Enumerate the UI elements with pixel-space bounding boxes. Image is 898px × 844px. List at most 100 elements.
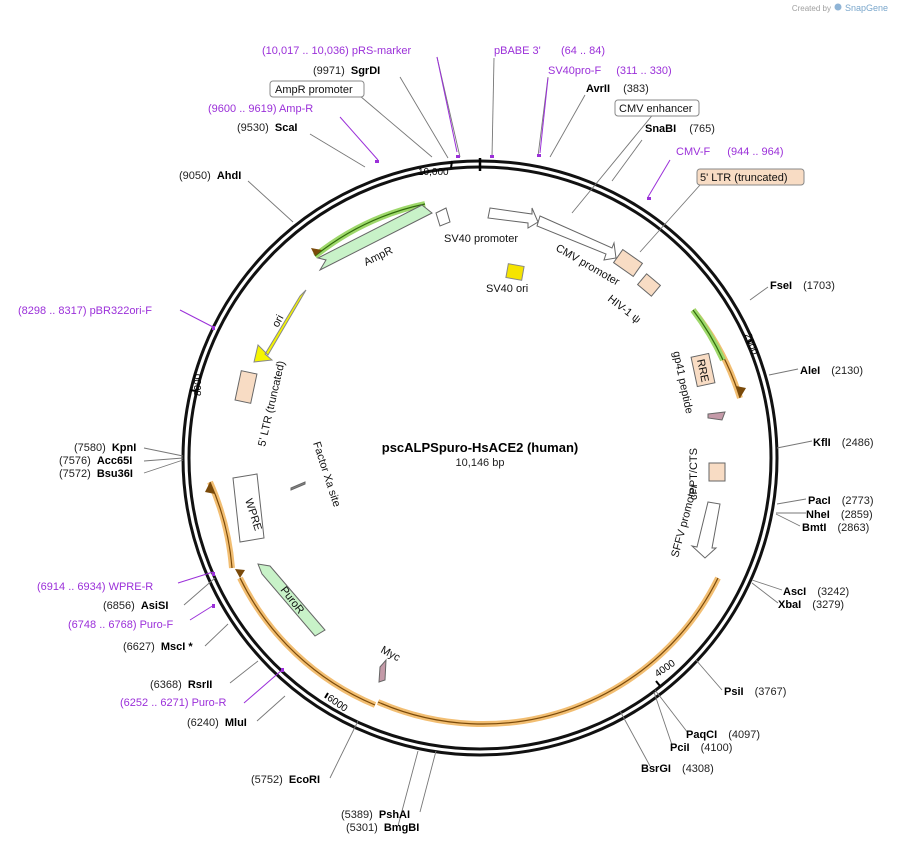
snapgene-credit: Created by SnapGene: [792, 3, 888, 13]
svg-text:5' LTR (truncated): 5' LTR (truncated): [700, 172, 787, 184]
svg-text:SV40pro-F (311 .. 330): SV40pro-F (311 .. 330): [548, 65, 672, 77]
leader-lines: [143, 56, 813, 827]
svg-text:CMV-F (944 .. 964): CMV-F (944 .. 964): [676, 146, 784, 158]
svg-text:(5301) BmgBI: (5301) BmgBI: [346, 822, 419, 834]
primer-markers: [212, 154, 651, 672]
primer-name-wpre: WPRE-R: [109, 581, 154, 593]
primer-name-pbabe: pBABE 3': [494, 45, 541, 57]
svg-text:FseI (1703): FseI (1703): [770, 280, 835, 292]
feature-label-rre: RRE: [694, 358, 711, 383]
feature-label-sv40-promoter: SV40 promoter: [444, 233, 518, 245]
primer-name-prs: pRS-marker: [352, 45, 412, 57]
cmv-promoter-feature: [536, 215, 617, 261]
svg-text:AleI (2130): AleI (2130): [800, 365, 863, 377]
primer-pos-wpre: (6914 .. 6934): [37, 581, 106, 593]
primer-pos-purof: (6748 .. 6768): [68, 619, 137, 631]
hiv-psi-feature: [636, 273, 662, 297]
svg-text:(7576) Acc65I: (7576) Acc65I: [59, 455, 132, 467]
orf-arrowheads: [205, 248, 746, 578]
boxed-label-ltr5: 5' LTR (truncated): [696, 168, 805, 186]
cppt-feature: [708, 462, 726, 482]
feature-label-factor-xa: Factor Xa site: [310, 440, 342, 508]
svg-text:(7572) Bsu36I: (7572) Bsu36I: [59, 468, 133, 480]
enzyme-labels: (9971) SgrDI (9530) ScaI (9050) AhdI Avr…: [59, 65, 874, 834]
svg-text:AvrII (383): AvrII (383): [586, 83, 649, 95]
svg-text:BmtI (2863): BmtI (2863): [802, 522, 869, 534]
svg-text:AmpR promoter: AmpR promoter: [275, 84, 353, 96]
ori-feature: [253, 289, 307, 363]
plasmid-name: pscALPSpuro-HsACE2 (human): [382, 440, 578, 455]
sffv-promoter-feature: [690, 501, 721, 559]
primer-name-puror: Puro-R: [192, 697, 227, 709]
puror-feature: [257, 563, 326, 637]
svg-text:KflI (2486): KflI (2486): [813, 437, 874, 449]
primer-pos-prs: (10,017 .. 10,036): [262, 45, 349, 57]
rre-feature: [690, 352, 716, 388]
primer-pos-cmvf: (944 .. 964): [727, 146, 783, 158]
ampr-feature: [316, 204, 433, 272]
svg-text:(6748 .. 6768) Puro-F: (6748 .. 6768) Puro-F: [68, 619, 173, 631]
factor-xa-feature: [290, 481, 306, 491]
tick-label-2000: 2000: [742, 332, 760, 357]
ltr-truncated-feature: [234, 370, 258, 404]
primer-name-pbr322: pBR322ori-F: [90, 305, 153, 317]
primer-pos-puror: (6252 .. 6271): [120, 697, 189, 709]
svg-text:(6240) MluI: (6240) MluI: [187, 717, 247, 729]
svg-text:(6252 .. 6271) Puro-R: (6252 .. 6271) Puro-R: [120, 697, 226, 709]
svg-text:AscI (3242): AscI (3242): [783, 586, 849, 598]
credit-prefix: Created by: [791, 3, 831, 13]
svg-text:(5389) PshAI: (5389) PshAI: [341, 809, 410, 821]
feature-label-puror: PuroR: [278, 584, 307, 616]
svg-text:BsrGI (4308): BsrGI (4308): [641, 763, 714, 775]
primer-pos-pbabe: (64 .. 84): [561, 45, 605, 57]
wpre-feature: [232, 473, 265, 543]
svg-text:(6368) RsrII: (6368) RsrII: [150, 679, 212, 691]
svg-text:XbaI (3279): XbaI (3279): [778, 599, 844, 611]
svg-text:(6627) MscI *: (6627) MscI *: [123, 641, 193, 653]
myc-feature: [378, 658, 387, 683]
primer-pos-pbr322: (8298 .. 8317): [18, 305, 87, 317]
credit-brand: SnapGene: [844, 3, 888, 13]
feature-label-ori: ori: [270, 313, 286, 329]
boxed-label-cmv-enhancer: CMV enhancer: [614, 99, 700, 117]
primer-pos-ampr: (9600 .. 9619): [208, 103, 277, 115]
primer-name-cmvf: CMV-F: [676, 146, 711, 158]
tick-marks: [189, 160, 753, 699]
svg-text:PciI (4100): PciI (4100): [670, 742, 732, 754]
sv40-promoter-feature: [487, 207, 539, 229]
svg-text:(8298 .. 8317) pBR322ori-F: (8298 .. 8317) pBR322ori-F: [18, 305, 152, 317]
svg-text:(5752) EcoRI: (5752) EcoRI: [251, 774, 320, 786]
svg-text:(9971) SgrDI: (9971) SgrDI: [313, 65, 380, 77]
svg-text:SnaBI (765): SnaBI (765): [645, 123, 715, 135]
sv40-ori-feature: [505, 263, 525, 281]
primer-labels: (10,017 .. 10,036) pRS-marker pBABE 3' (…: [18, 45, 784, 709]
svg-text:(9530) ScaI: (9530) ScaI: [237, 122, 298, 134]
svg-text:PaqCI (4097): PaqCI (4097): [686, 729, 760, 741]
svg-text:NheI (2859): NheI (2859): [806, 509, 873, 521]
tick-label-8000: 8000: [193, 373, 204, 396]
svg-text:(10,017 .. 10,036) pRS-marker: (10,017 .. 10,036) pRS-marker: [262, 45, 412, 57]
svg-text:CMV enhancer: CMV enhancer: [619, 103, 693, 115]
svg-text:PsiI (3767): PsiI (3767): [724, 686, 786, 698]
feature-label-cppt: cPPT/CTS: [688, 448, 700, 500]
svg-text:(6914 .. 6934) WPRE-R: (6914 .. 6934) WPRE-R: [37, 581, 153, 593]
primer-name-sv40pro: SV40pro-F: [548, 65, 601, 77]
ampr-promoter-block: [435, 207, 451, 227]
svg-text:(9600 .. 9619) Amp-R: (9600 .. 9619) Amp-R: [208, 103, 313, 115]
primer-name-purof: Puro-F: [140, 619, 174, 631]
tick-label-10000: 10,000: [418, 167, 449, 178]
feature-label-sv40-ori: SV40 ori: [486, 283, 528, 295]
svg-text:(6856) AsiSI: (6856) AsiSI: [103, 600, 168, 612]
primer-pos-sv40pro: (311 .. 330): [616, 65, 671, 77]
feature-label-hiv-psi: HIV-1 ψ: [605, 293, 643, 326]
cmv-enhancer-block: [612, 248, 644, 278]
orf-arcs: [207, 201, 743, 727]
svg-text:PacI (2773): PacI (2773): [808, 495, 874, 507]
feature-label-ltr-truncated: 5' LTR (truncated): [256, 360, 287, 448]
feature-label-ampr: AmpR: [362, 244, 395, 268]
boxed-label-ampr-promoter: AmpR promoter: [269, 80, 365, 98]
snapgene-logo-icon: [834, 3, 842, 13]
primer-name-ampr: Amp-R: [279, 103, 313, 115]
feature-shapes: [232, 204, 726, 683]
